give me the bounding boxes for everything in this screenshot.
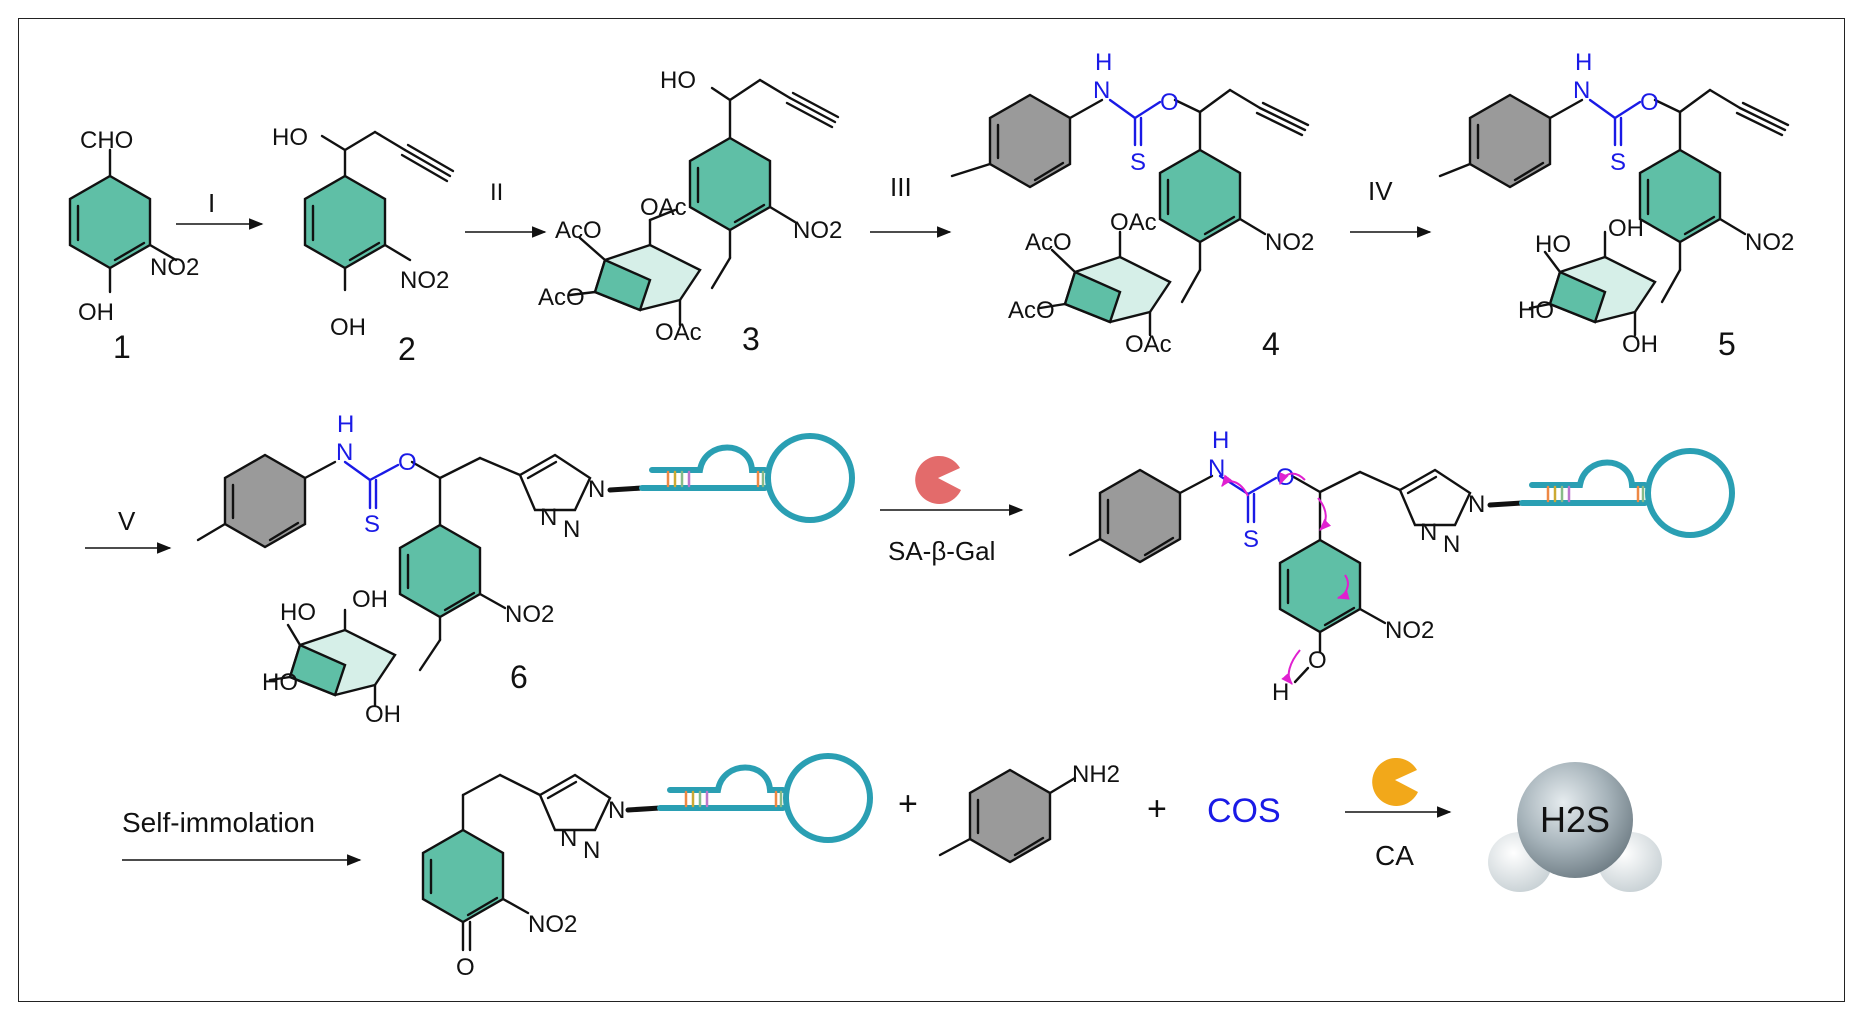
- c5-ho-1: HO: [1535, 231, 1571, 258]
- c1-oh: OH: [78, 299, 114, 326]
- step-4-label: IV: [1368, 176, 1393, 206]
- c5-o: O: [1640, 89, 1659, 116]
- c4-no2: NO2: [1265, 229, 1314, 256]
- sa-gal-enzyme-icon: [915, 455, 961, 504]
- c4-h: H: [1095, 49, 1112, 76]
- c5-no2: NO2: [1745, 229, 1794, 256]
- product-triazole-n2: N: [560, 825, 577, 852]
- c4-o: O: [1160, 89, 1179, 116]
- c3-oac-2: OAc: [655, 319, 702, 346]
- c4-oac-2: OAc: [1125, 331, 1172, 358]
- toluidine-nh2: NH2: [1072, 761, 1120, 788]
- c5-s: S: [1610, 149, 1626, 176]
- c6-ho-2: HO: [262, 669, 298, 696]
- step-1-label: I: [208, 188, 215, 218]
- c5-oh-2: OH: [1622, 331, 1658, 358]
- c3-number: 3: [742, 321, 760, 357]
- compound-4: H N O S NO2 OAc AcO AcO OAc 4: [950, 49, 1314, 362]
- c6-oh-2: OH: [365, 701, 401, 728]
- c1-no2: NO2: [150, 254, 199, 281]
- mechanism-arrows: [1221, 472, 1350, 685]
- c6-triazole-n2: N: [540, 504, 557, 531]
- compound-1: CHO NO2 OH 1: [68, 127, 199, 365]
- compound-2: HO NO2 OH 2: [272, 124, 455, 367]
- c4-number: 4: [1262, 326, 1280, 362]
- c3-no2: NO2: [793, 217, 842, 244]
- c6-no2: NO2: [505, 601, 554, 628]
- c5-ho-2: HO: [1518, 297, 1554, 324]
- product-triazole-n1: N: [608, 797, 625, 824]
- c2-no2: NO2: [400, 267, 449, 294]
- step-5-label: V: [118, 506, 136, 536]
- dna-hairpin-intermediate: [1519, 448, 1735, 538]
- int-triazole-n1: N: [1468, 491, 1485, 518]
- int-phenol-h: H: [1272, 679, 1289, 706]
- compound-6: H N O S N N N NO2 OH HO HO OH 6: [196, 411, 645, 728]
- cos-label: COS: [1207, 792, 1281, 830]
- h2s-molecule-icon: [1488, 762, 1662, 892]
- c4-aco-1: AcO: [1025, 229, 1072, 256]
- intermediate: H N O S N N N NO2 O H: [1068, 427, 1525, 706]
- c3-ho: HO: [660, 67, 696, 94]
- plus-2: +: [1147, 790, 1167, 828]
- int-phenol-o: O: [1308, 647, 1327, 674]
- int-h: H: [1212, 427, 1229, 454]
- self-immolation-label: Self-immolation: [122, 807, 315, 838]
- c3-oac-1: OAc: [640, 194, 687, 221]
- h2s-label: H2S: [1540, 799, 1610, 840]
- c5-h: H: [1575, 49, 1592, 76]
- c5-oh-1: OH: [1608, 215, 1644, 242]
- int-n: N: [1208, 455, 1225, 482]
- c4-s: S: [1130, 149, 1146, 176]
- plus-1: +: [898, 785, 918, 823]
- c6-o: O: [398, 449, 417, 476]
- product-triazole-n3: N: [583, 837, 600, 864]
- c5-n: N: [1573, 77, 1590, 104]
- c4-n: N: [1093, 77, 1110, 104]
- product-no2: NO2: [528, 911, 577, 938]
- int-s: S: [1243, 526, 1259, 553]
- c1-cho: CHO: [80, 127, 133, 154]
- dna-hairpin-product: [657, 753, 873, 843]
- c6-ho-1: HO: [280, 599, 316, 626]
- c6-triazole-n1: N: [588, 476, 605, 503]
- int-triazole-n3: N: [1443, 531, 1460, 558]
- ca-label: CA: [1375, 840, 1414, 871]
- c6-n: N: [336, 439, 353, 466]
- c2-number: 2: [398, 331, 416, 367]
- c6-h: H: [337, 411, 354, 438]
- figure-frame: [18, 18, 1845, 1002]
- dna-hairpin-6: [639, 433, 855, 523]
- c1-number: 1: [113, 329, 131, 365]
- c3-aco-2: AcO: [538, 284, 585, 311]
- int-triazole-n2: N: [1420, 519, 1437, 546]
- c6-s: S: [364, 511, 380, 538]
- toluidine: NH2: [938, 761, 1120, 864]
- c6-number: 6: [510, 659, 528, 695]
- c2-ho: HO: [272, 124, 308, 151]
- c4-aco-2: AcO: [1008, 297, 1055, 324]
- product: N N N NO2 O: [421, 773, 663, 981]
- c3-aco-1: AcO: [555, 217, 602, 244]
- product-o: O: [456, 954, 475, 981]
- ca-enzyme-icon: [1372, 757, 1418, 806]
- compound-5: H N O S NO2 OH HO HO OH 5: [1438, 49, 1794, 362]
- step-enzyme-label: SA-β-Gal: [888, 536, 995, 566]
- compound-3: HO NO2 OAc AcO AcO OAc 3: [538, 67, 842, 357]
- step-2-label: II: [490, 179, 503, 206]
- c4-oac-1: OAc: [1110, 209, 1157, 236]
- step-3-label: III: [890, 172, 912, 202]
- int-no2: NO2: [1385, 617, 1434, 644]
- c6-oh-1: OH: [352, 586, 388, 613]
- c6-triazole-n3: N: [563, 516, 580, 543]
- c5-number: 5: [1718, 326, 1736, 362]
- c2-oh: OH: [330, 314, 366, 341]
